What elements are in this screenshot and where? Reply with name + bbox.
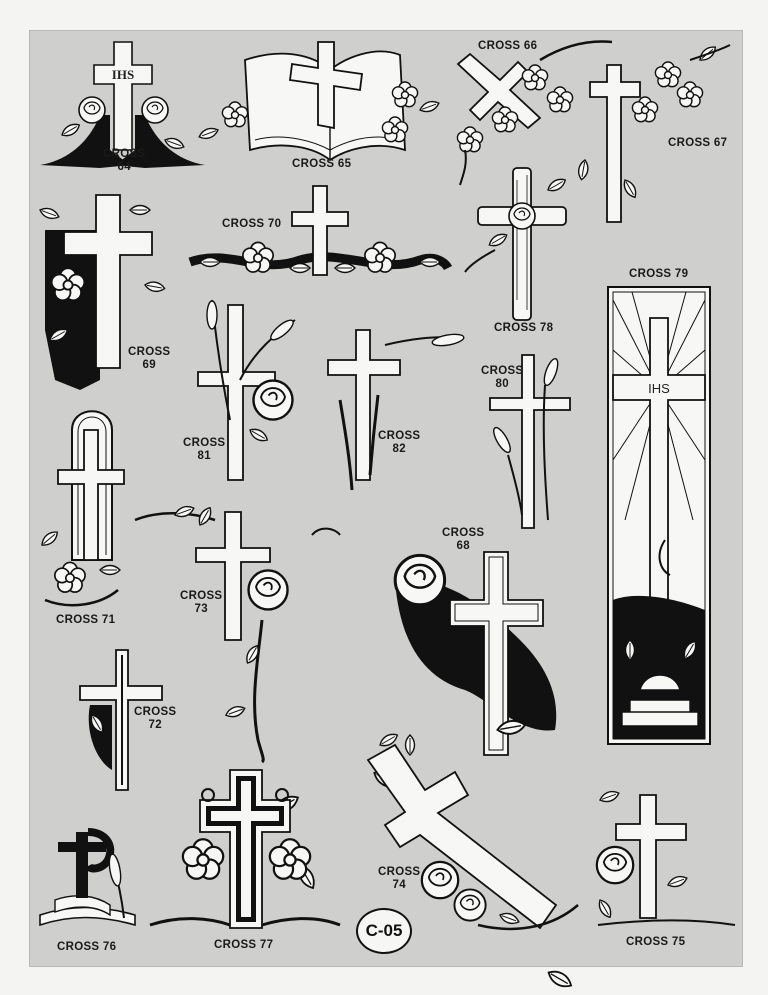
cross-75-caption: CROSS 75	[626, 936, 686, 948]
cross-67-art	[576, 42, 731, 223]
cross-76-art	[39, 828, 136, 927]
cross-77-art	[149, 769, 341, 929]
cross-66-art	[456, 40, 613, 186]
cross-81-art	[197, 299, 296, 481]
cross-65-caption: CROSS 65	[292, 158, 352, 170]
cross-66-caption: CROSS 66	[478, 40, 538, 52]
page-code-badge: C-05	[356, 908, 412, 954]
cross-79-caption: CROSS 79	[629, 268, 689, 280]
cross-79-art: IHS	[607, 286, 711, 745]
page-code-text: C-05	[365, 921, 403, 940]
cross-69-art	[37, 194, 167, 390]
cross-68-art	[294, 527, 575, 992]
cross-65-art	[196, 41, 442, 162]
monogram-plain-79: IHS	[648, 381, 670, 396]
cross-78-art	[464, 167, 569, 321]
cross-70-caption: CROSS 70	[222, 218, 282, 230]
cross-67-caption: CROSS 67	[668, 137, 728, 149]
cross-75-art	[595, 788, 736, 926]
cross-64-art: IHS	[40, 41, 205, 168]
cross-77-caption: CROSS 77	[214, 939, 274, 951]
cross-71-art	[38, 410, 125, 607]
cross-76-caption: CROSS 76	[57, 941, 117, 953]
cross-74-art	[366, 730, 579, 931]
cross-71-caption: CROSS 71	[56, 614, 116, 626]
cross-80-art	[489, 354, 571, 529]
cross-70-art	[188, 185, 453, 276]
cross-72-art	[79, 649, 302, 817]
monogram-script-64: IHS	[112, 67, 134, 82]
cross-78-caption: CROSS 78	[494, 322, 554, 334]
cross-82-art	[327, 329, 465, 491]
cross-73-art	[134, 503, 289, 764]
